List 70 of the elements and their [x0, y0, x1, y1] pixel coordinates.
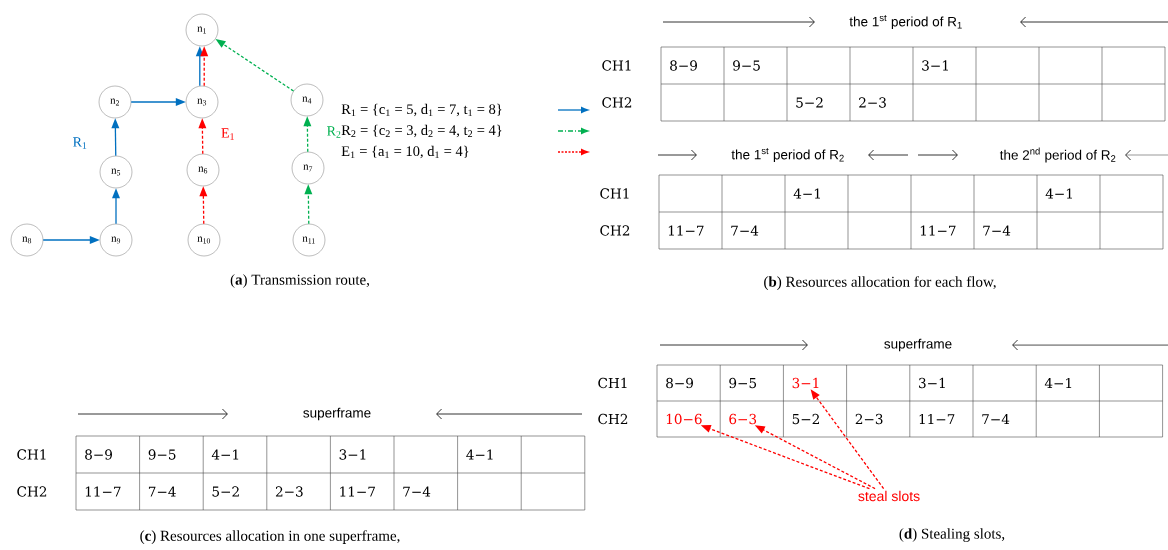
slot-entry: 3−1	[919, 377, 945, 389]
arrow	[111, 118, 120, 157]
slot-entry: 9−5	[733, 60, 760, 71]
slot-entry: 2−3	[859, 97, 886, 108]
channel-label: CH2	[600, 225, 630, 236]
slot-entry: 8−9	[670, 60, 697, 71]
callout-text: steal slots	[858, 490, 920, 502]
channel-label: CH1	[600, 188, 629, 199]
channel-label: CH2	[602, 97, 632, 108]
slot-entry: 4−1	[211, 449, 239, 460]
slot-entry: 11−7	[668, 225, 704, 236]
arrow	[754, 425, 876, 490]
arrow	[304, 184, 313, 225]
slot-entry: 2−3	[275, 486, 303, 497]
slot-entry: 2−3	[855, 413, 883, 425]
slot-entry: 9−5	[729, 377, 757, 389]
slot-entry: 5−2	[212, 486, 239, 497]
channel-label: CH2	[598, 413, 628, 425]
slot-entry: 3−1	[339, 449, 366, 460]
period-label: superframe	[884, 338, 952, 352]
arrow	[810, 389, 885, 490]
slot-entry: 3−1	[922, 60, 948, 71]
edge-label: R$_{1}$	[73, 137, 87, 149]
slot-entry: 7−4	[731, 225, 759, 236]
slot-entry: 10−6	[666, 413, 702, 425]
channel-label: CH1	[598, 377, 627, 389]
slot-entry: 5−2	[796, 97, 823, 108]
slot-entry: 4−1	[1045, 188, 1072, 199]
channel-label: CH1	[17, 449, 46, 460]
slot-entry: 11−7	[85, 486, 121, 497]
slot-entry: 3−1	[792, 377, 819, 389]
slot-entry: 7−4	[982, 413, 1010, 425]
arrow	[112, 188, 120, 225]
arrow	[130, 98, 186, 106]
slot-entry: 11−7	[920, 225, 956, 236]
slot-entry: 5−2	[792, 413, 819, 425]
legend-text: R$_{2}$ = {c$_{2}$ = 3, d$_{2}$ = 4, t$_{2}$ = 4}	[341, 124, 502, 138]
slot-entry: 6−3	[729, 413, 757, 425]
edge-label: E$_{1}$	[221, 128, 234, 140]
slot-entry: 4−1	[793, 188, 820, 199]
slot-entry: 11−7	[919, 413, 955, 425]
subfigure-caption: (b) Resources allocation for each flow,	[764, 276, 996, 290]
period-label: the 1$^{st}$ period of R$_{2}$	[731, 147, 844, 163]
period-label: superframe	[303, 407, 371, 421]
legend-text: R$_{1}$ = {c$_{1}$ = 5, d$_{1}$ = 7, t$_{1}$ = 8}	[341, 103, 502, 117]
slot-entry: 8−9	[85, 449, 112, 460]
subfigure-caption: (c) Resources allocation in one superframe,	[140, 530, 400, 544]
slot-entry: 8−9	[666, 377, 693, 389]
slot-entry: 7−4	[983, 225, 1011, 236]
channel-label: CH1	[602, 60, 631, 71]
subfigure-caption: (d) Stealing slots,	[899, 528, 1005, 542]
arrow	[42, 236, 100, 244]
slot-entry: 7−4	[148, 486, 176, 497]
arrow	[199, 186, 208, 225]
edge-label: R$_{2}$	[327, 126, 341, 138]
arrow	[200, 46, 209, 87]
arrow	[198, 118, 207, 155]
slot-entry: 9−5	[148, 449, 176, 460]
channel-label: CH2	[17, 486, 47, 497]
period-label: the 2$^{nd}$ period of R$_{2}$	[999, 147, 1116, 163]
arrow	[215, 39, 295, 92]
slot-entry: 11−7	[340, 486, 375, 497]
period-label: the 1$^{st}$ period of R$_{1}$	[849, 14, 962, 30]
subfigure-caption: (a) Transmission route,	[230, 274, 369, 288]
slot-entry: 7−4	[403, 486, 431, 497]
slot-entry: 4−1	[1044, 377, 1072, 389]
legend-text: E$_{1}$ = {a$_{1}$ = 10, d$_{1}$ = 4}	[341, 145, 469, 159]
arrow	[303, 116, 312, 153]
slot-entry: 4−1	[466, 449, 493, 460]
arrow	[700, 425, 871, 490]
